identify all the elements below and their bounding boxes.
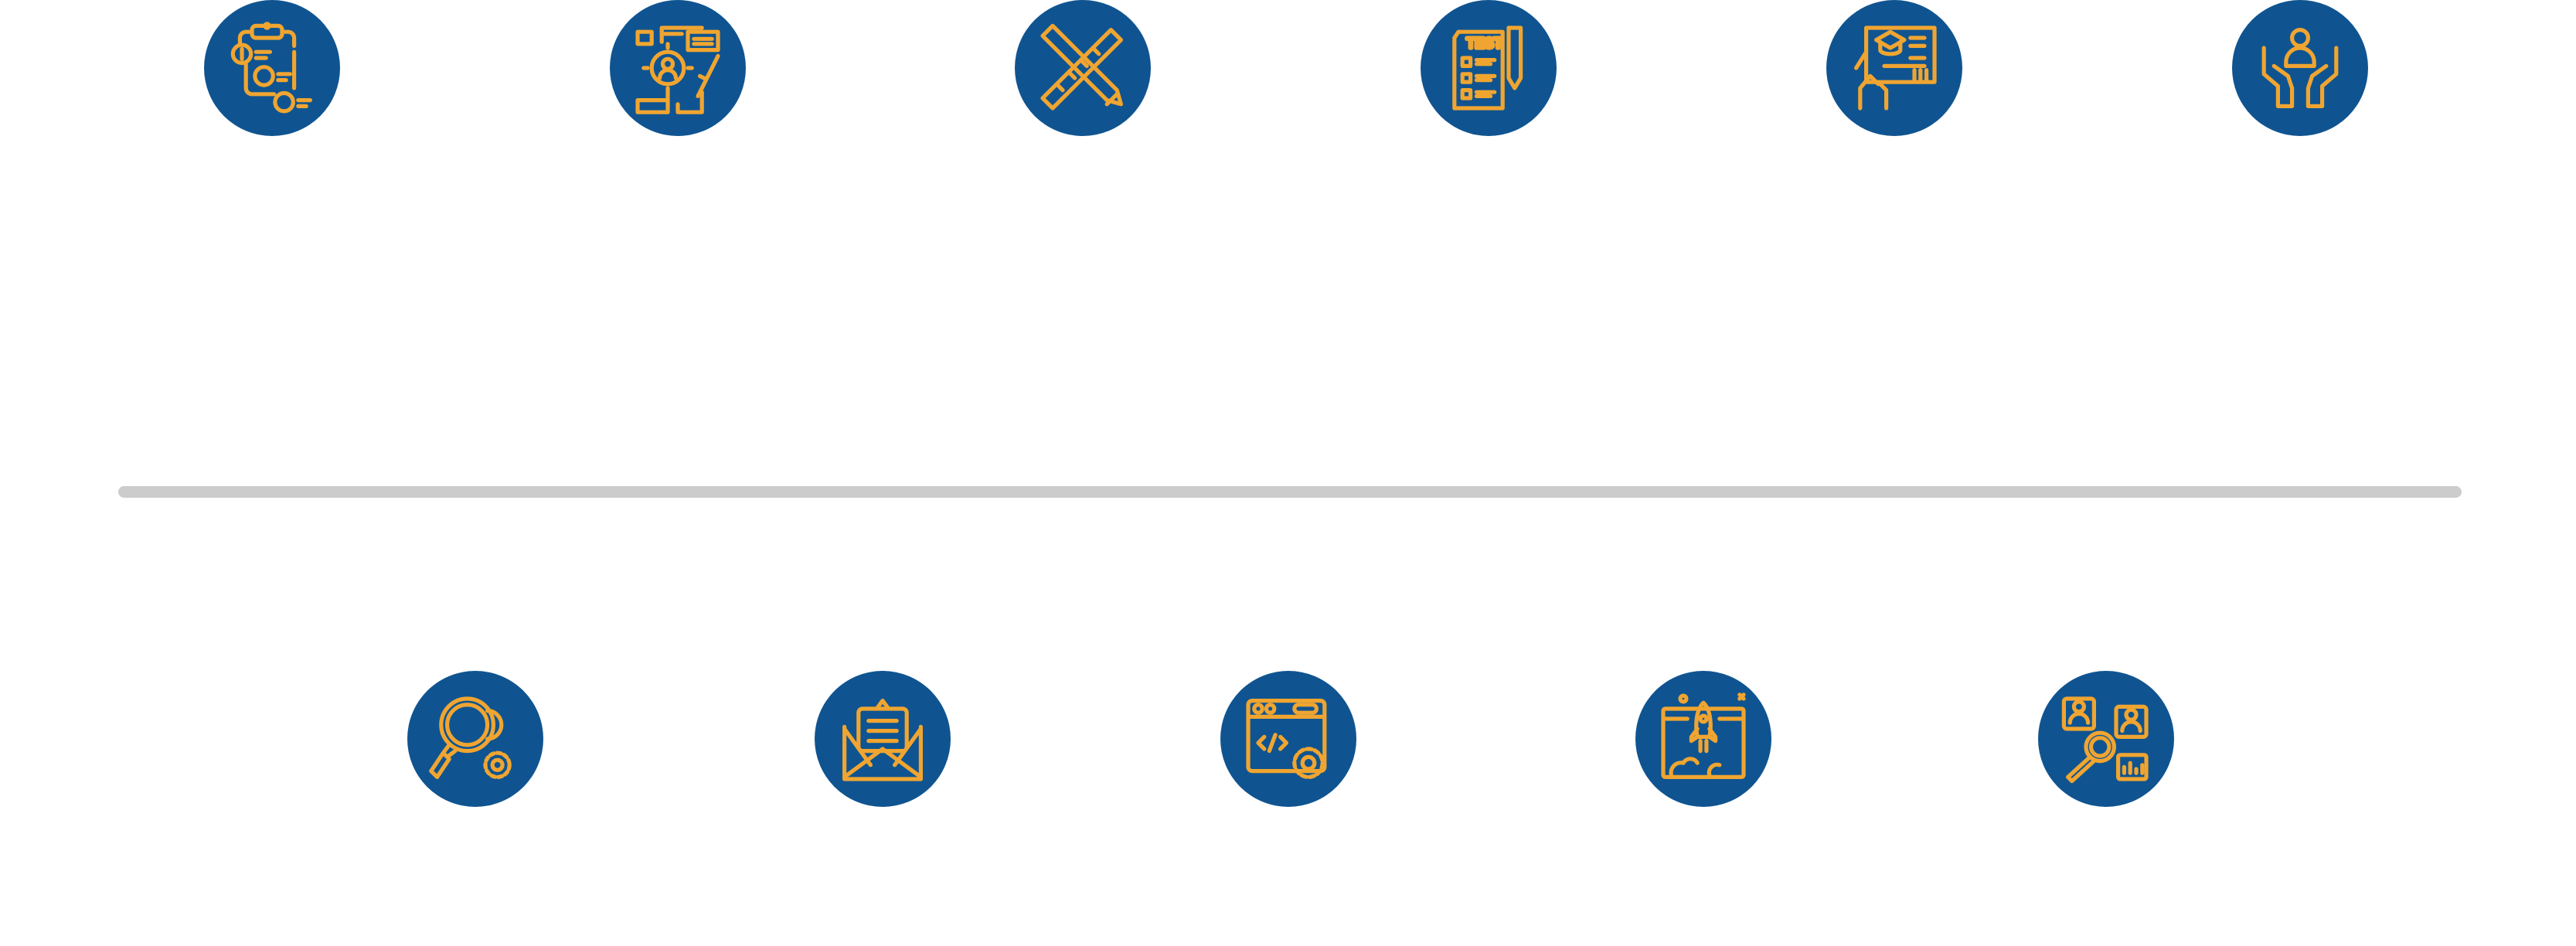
svg-text:TEST: TEST <box>1466 36 1502 51</box>
timeline-line <box>118 486 2462 498</box>
search-gears-icon <box>407 671 543 807</box>
code-settings-icon <box>1220 671 1356 807</box>
user-analytics-icon <box>2038 671 2174 807</box>
education-screen-icon <box>1826 0 1962 136</box>
pencil-ruler-icon <box>1015 0 1151 136</box>
numbered-checklist-icon <box>204 0 340 136</box>
design-target-icon <box>610 0 746 136</box>
open-envelope-icon <box>815 671 951 807</box>
person-hands-icon <box>2232 0 2368 136</box>
test-document-icon: TEST <box>1421 0 1557 136</box>
rocket-launch-icon <box>1635 671 1771 807</box>
